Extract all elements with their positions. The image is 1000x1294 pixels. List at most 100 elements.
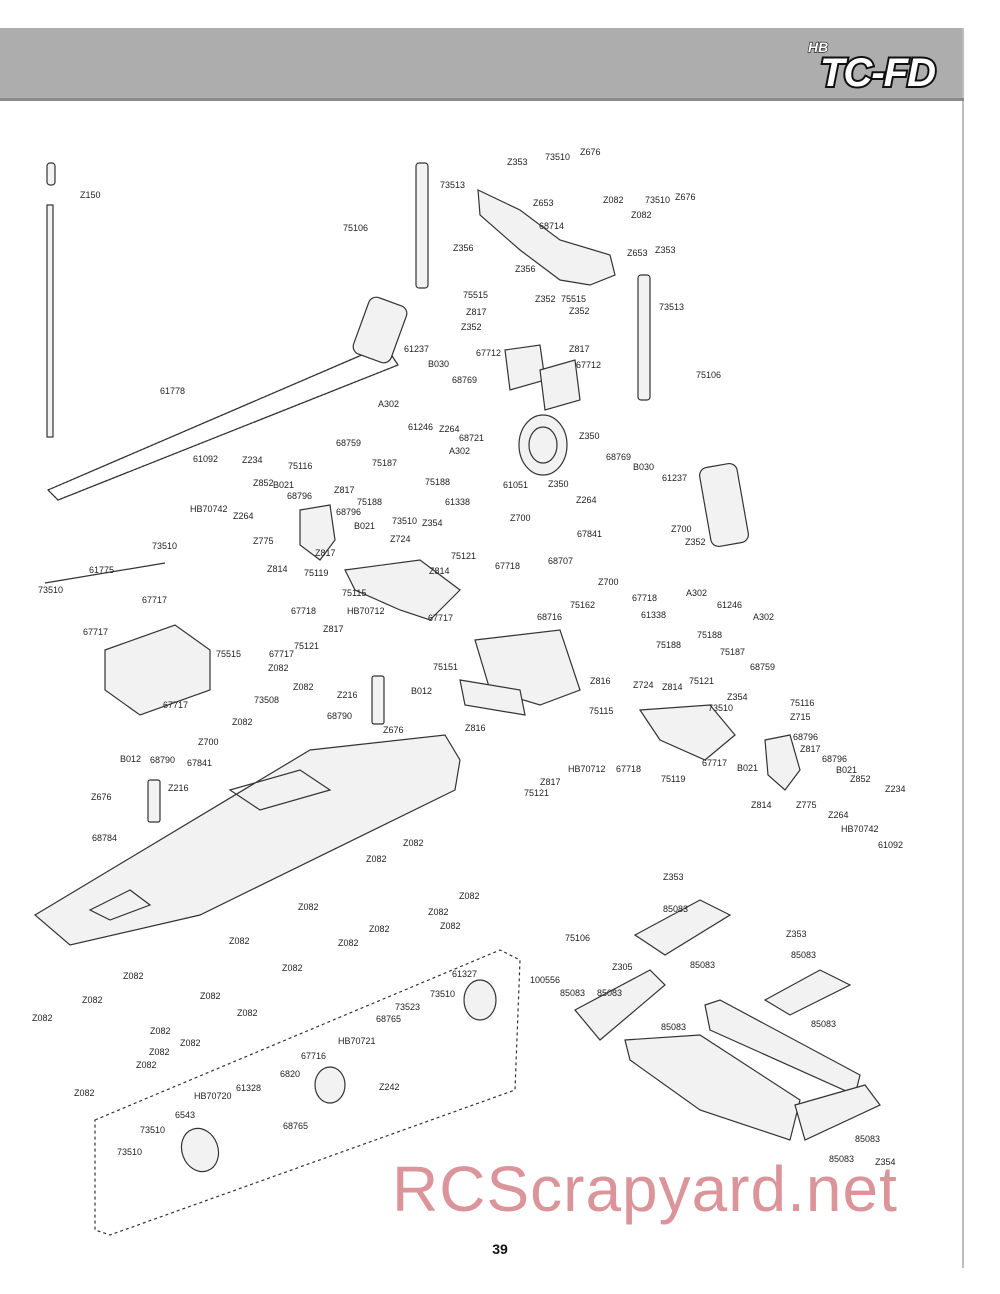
callout-label-c101: 73508 <box>254 695 279 705</box>
hub-carrier-right <box>764 734 801 791</box>
callout-label-c182: Z242 <box>379 1082 400 1092</box>
callout-label-c81: HB70712 <box>347 606 385 616</box>
callout-label-c16: Z356 <box>515 264 536 274</box>
callout-label-c41: Z234 <box>242 455 263 465</box>
logo-text: TC-FD <box>820 51 935 95</box>
callout-label-c49: Z350 <box>548 479 569 489</box>
callout-label-c124: 67841 <box>187 758 212 768</box>
callout-label-c15: Z353 <box>655 245 676 255</box>
callout-label-c108: Z814 <box>662 682 683 692</box>
callout-label-c172: 73523 <box>395 1002 420 1012</box>
callout-label-c33: 61246 <box>408 422 433 432</box>
callout-label-c3: Z353 <box>507 157 528 167</box>
callout-label-c144: 61092 <box>878 840 903 850</box>
callout-label-c95: 75515 <box>216 649 241 659</box>
callout-label-c134: Z817 <box>540 777 561 787</box>
callout-label-c73: 68707 <box>548 556 573 566</box>
callout-label-c110: 67717 <box>163 700 188 710</box>
watermark: RCScrapyard.net <box>392 1153 898 1225</box>
steering-rod <box>44 562 166 584</box>
callout-label-c27: 67712 <box>576 360 601 370</box>
callout-label-c84: 67718 <box>632 593 657 603</box>
callout-label-c157: Z082 <box>123 971 144 981</box>
callout-label-c106: Z816 <box>590 676 611 686</box>
callout-label-c42: 75116 <box>288 461 312 471</box>
callout-label-c143: HB70742 <box>841 824 879 834</box>
callout-label-c113: Z676 <box>383 725 404 735</box>
callout-label-c77: 75115 <box>342 588 366 598</box>
callout-label-c40: 61092 <box>193 454 218 464</box>
callout-label-c112: 68790 <box>327 711 352 721</box>
callout-label-c28: B030 <box>428 359 449 369</box>
callout-label-c57: Z264 <box>576 495 597 505</box>
callout-label-c54: Z264 <box>233 511 254 521</box>
callout-label-c36: Z350 <box>579 431 600 441</box>
callout-label-c169: 85083 <box>560 988 585 998</box>
callout-label-c31: 68769 <box>452 375 477 385</box>
callout-label-c82: Z700 <box>598 577 619 587</box>
callout-label-c122: B012 <box>120 754 141 764</box>
callout-label-c78: 73510 <box>38 585 63 595</box>
callout-label-c130: 67718 <box>616 764 641 774</box>
callout-label-c132: B021 <box>737 763 758 773</box>
callout-label-c18: 75515 <box>463 290 488 300</box>
header-bar <box>0 28 964 98</box>
callout-label-c150: Z082 <box>369 924 390 934</box>
callout-label-c168: 100556 <box>530 975 560 985</box>
callout-label-c50: 61237 <box>662 473 687 483</box>
damper-detail-group <box>94 949 521 1236</box>
chassis-plate <box>33 734 461 946</box>
callout-label-c39: 68769 <box>606 452 631 462</box>
callout-label-c29: 75106 <box>696 370 721 380</box>
callout-label-c183: 6820 <box>280 1069 300 1079</box>
callout-label-c137: Z234 <box>885 784 906 794</box>
callout-label-c158: 75106 <box>565 933 590 943</box>
callout-label-c96: 67717 <box>269 649 294 659</box>
callout-label-c24: 61237 <box>404 344 429 354</box>
callout-label-c75: 75119 <box>304 568 328 578</box>
callout-label-c115: Z354 <box>727 692 748 702</box>
callout-label-c109: 75121 <box>689 676 714 686</box>
callout-label-c5: Z676 <box>580 147 601 157</box>
callout-label-c164: 85083 <box>690 960 715 970</box>
callout-label-c76: Z814 <box>429 566 450 576</box>
callout-label-c99: 75187 <box>720 647 745 657</box>
callout-label-c83: 67717 <box>428 613 453 623</box>
callout-label-c136: 75119 <box>661 774 685 784</box>
callout-label-c189: 73510 <box>140 1125 165 1135</box>
callout-label-c190: 85083 <box>855 1134 880 1144</box>
shock-right <box>699 462 749 548</box>
callout-label-c26: Z817 <box>569 344 590 354</box>
callout-label-c22: Z352 <box>569 306 590 316</box>
callout-label-c93: 75188 <box>697 630 722 640</box>
callout-label-c8: 73510 <box>645 195 670 205</box>
callout-label-c11: 68714 <box>539 221 564 231</box>
callout-label-c21: Z817 <box>466 307 487 317</box>
bulkheads <box>504 344 581 411</box>
callout-label-c44: Z852 <box>253 478 274 488</box>
callout-label-c187: 68765 <box>283 1121 308 1131</box>
callout-label-c72: 67718 <box>495 561 520 571</box>
callout-label-c141: Z264 <box>828 810 849 820</box>
callout-label-c25: 67712 <box>476 348 501 358</box>
logo-mark: HB TC-FD <box>807 38 938 97</box>
callout-label-c166: Z082 <box>237 1008 258 1018</box>
callout-label-c191: 73510 <box>117 1147 142 1157</box>
callout-label-c170: 85083 <box>597 988 622 998</box>
callout-label-c171: Z082 <box>150 1026 171 1036</box>
callout-label-c100: 68759 <box>750 662 775 672</box>
callout-label-c139: Z814 <box>751 800 772 810</box>
callout-label-c51: 68796 <box>287 491 312 501</box>
callout-label-c35: 68721 <box>459 433 484 443</box>
callout-label-c149: Z082 <box>459 891 480 901</box>
callout-label-c88: 61246 <box>717 600 742 610</box>
callout-label-c2: 73513 <box>440 180 465 190</box>
callout-label-c38: A302 <box>449 446 470 456</box>
callout-label-c70: Z352 <box>685 537 706 547</box>
drive-belt <box>46 344 399 501</box>
callout-label-c126: 68796 <box>822 754 847 764</box>
shock-post-left <box>415 162 429 289</box>
callout-label-c102: Z082 <box>293 682 314 692</box>
logo-badge: HB <box>808 39 828 55</box>
